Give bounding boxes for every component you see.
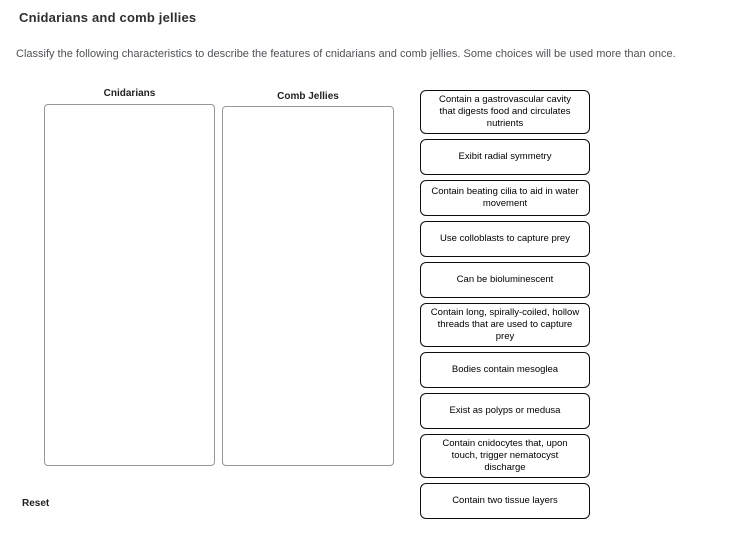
choice-list: Contain a gastrovascular cavity that dig… [420,90,590,519]
choice-card[interactable]: Contain cnidocytes that, upon touch, tri… [420,434,590,478]
choice-card[interactable]: Exist as polyps or medusa [420,393,590,429]
page-title: Cnidarians and comb jellies [19,10,197,25]
instructions-text: Classify the following characteristics t… [16,48,676,60]
choice-card[interactable]: Contain long, spirally-coiled, hollow th… [420,303,590,347]
choice-card[interactable]: Use colloblasts to capture prey [420,221,590,257]
choice-card[interactable]: Can be bioluminescent [420,262,590,298]
dropzone-cnidarians[interactable] [44,104,215,466]
choice-card[interactable]: Contain two tissue layers [420,483,590,519]
choice-card[interactable]: Exibit radial symmetry [420,139,590,175]
bin-label-comb-jellies: Comb Jellies [277,91,339,102]
choice-card[interactable]: Contain beating cilia to aid in water mo… [420,180,590,216]
choice-card[interactable]: Bodies contain mesoglea [420,352,590,388]
choice-card[interactable]: Contain a gastrovascular cavity that dig… [420,90,590,134]
dropzone-comb-jellies[interactable] [222,106,394,466]
reset-button[interactable]: Reset [22,498,50,509]
bin-label-cnidarians: Cnidarians [103,88,156,99]
